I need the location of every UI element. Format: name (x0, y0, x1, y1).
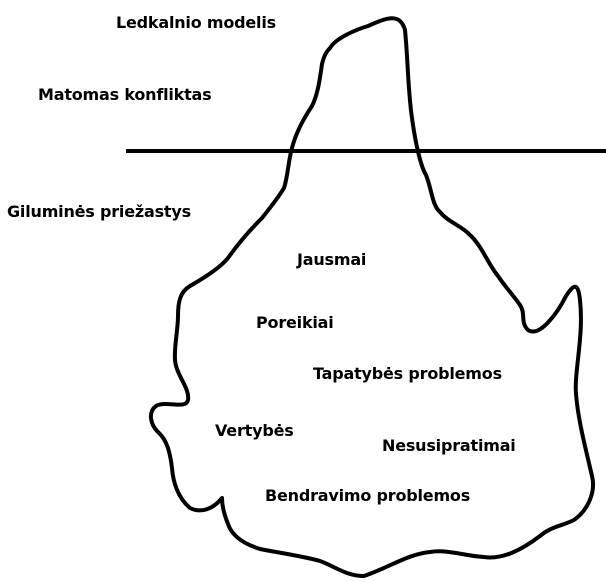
cause-bendravimo: Bendravimo problemos (265, 486, 471, 505)
diagram-title: Ledkalnio modelis (116, 13, 276, 32)
cause-vertybes: Vertybės (215, 421, 294, 440)
cause-poreikiai: Poreikiai (256, 313, 334, 332)
below-water-label: Giluminės priežastys (7, 202, 191, 221)
cause-tapatybes: Tapatybės problemos (313, 364, 502, 383)
cause-nesusipratimai: Nesusipratimai (382, 436, 516, 455)
cause-jausmai: Jausmai (297, 250, 367, 269)
above-water-label: Matomas konfliktas (38, 85, 212, 104)
iceberg-outline (149, 16, 595, 578)
